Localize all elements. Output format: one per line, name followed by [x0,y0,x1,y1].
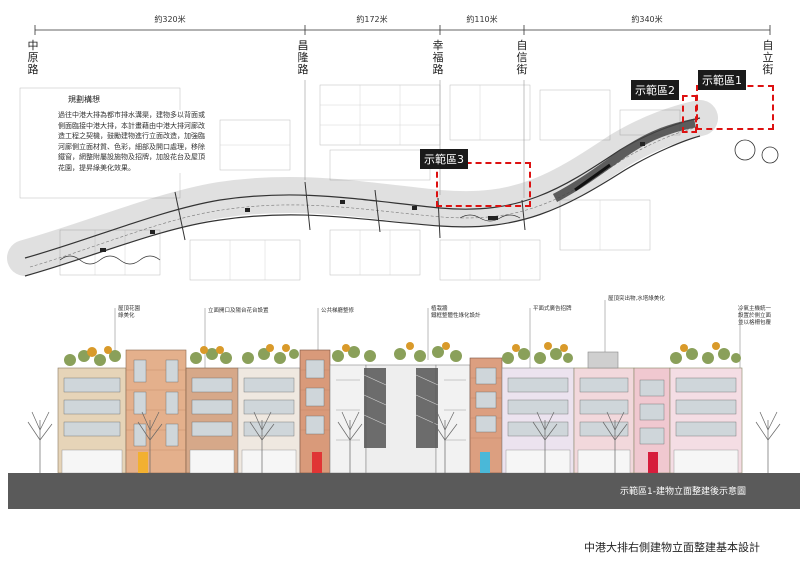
plan-description: 過往中港大排為都市排水溝渠，建物多以背面或側面臨接中港大排，本計畫藉由中港大排河… [58,110,208,173]
dimension-line [34,25,771,35]
plan-title: 規劃構想 [68,95,100,104]
distance-label-1: 約320米 [152,14,188,25]
road-label-zhongyuan: 中 原 路 [27,39,39,76]
demo-zone-2-box [682,95,697,133]
callout-green-wall: 植栽牆 鐵框整體性綠化設計 [431,306,481,319]
distance-label-2: 約172米 [354,14,390,25]
road-label-xingfu: 幸 福 路 [432,39,444,76]
site-plan [7,80,779,281]
callout-ac-units: 冷氣主機統一 設置於側立面 並以格柵包覆 [738,306,772,326]
road-label-changlong: 昌 隆 路 [297,39,309,76]
page-title: 中港大排右側建物立面整建基本設計 [584,541,760,554]
demo-zone-1-label: 示範區1 [698,70,746,90]
distance-label-4: 約340米 [629,14,665,25]
elevation-caption: 示範區1-建物立面整建後示意圖 [620,487,746,497]
demo-zone-3-box [436,162,531,207]
callout-stairwell: 公共梯廳整修 [321,308,355,314]
demo-zone-2-label: 示範區2 [631,80,679,100]
callout-roof-garden: 屋頂花園 綠美化 [118,306,141,319]
callout-rooftop-tank: 屋頂突出物,水塔綠美化 [608,296,665,302]
building-elevation [8,300,800,509]
road-label-zili: 自 立 街 [762,39,774,76]
callout-balcony-planter: 立面開口及陽台花台設置 [208,308,269,314]
demo-zone-3-label: 示範區3 [420,149,468,169]
callout-signage: 平面式廣告招牌 [533,306,572,312]
ground-strip [8,473,800,509]
distance-label-3: 約110米 [464,14,500,25]
road-label-zixin: 自 信 街 [516,39,528,76]
demo-zone-1-box [696,85,774,130]
